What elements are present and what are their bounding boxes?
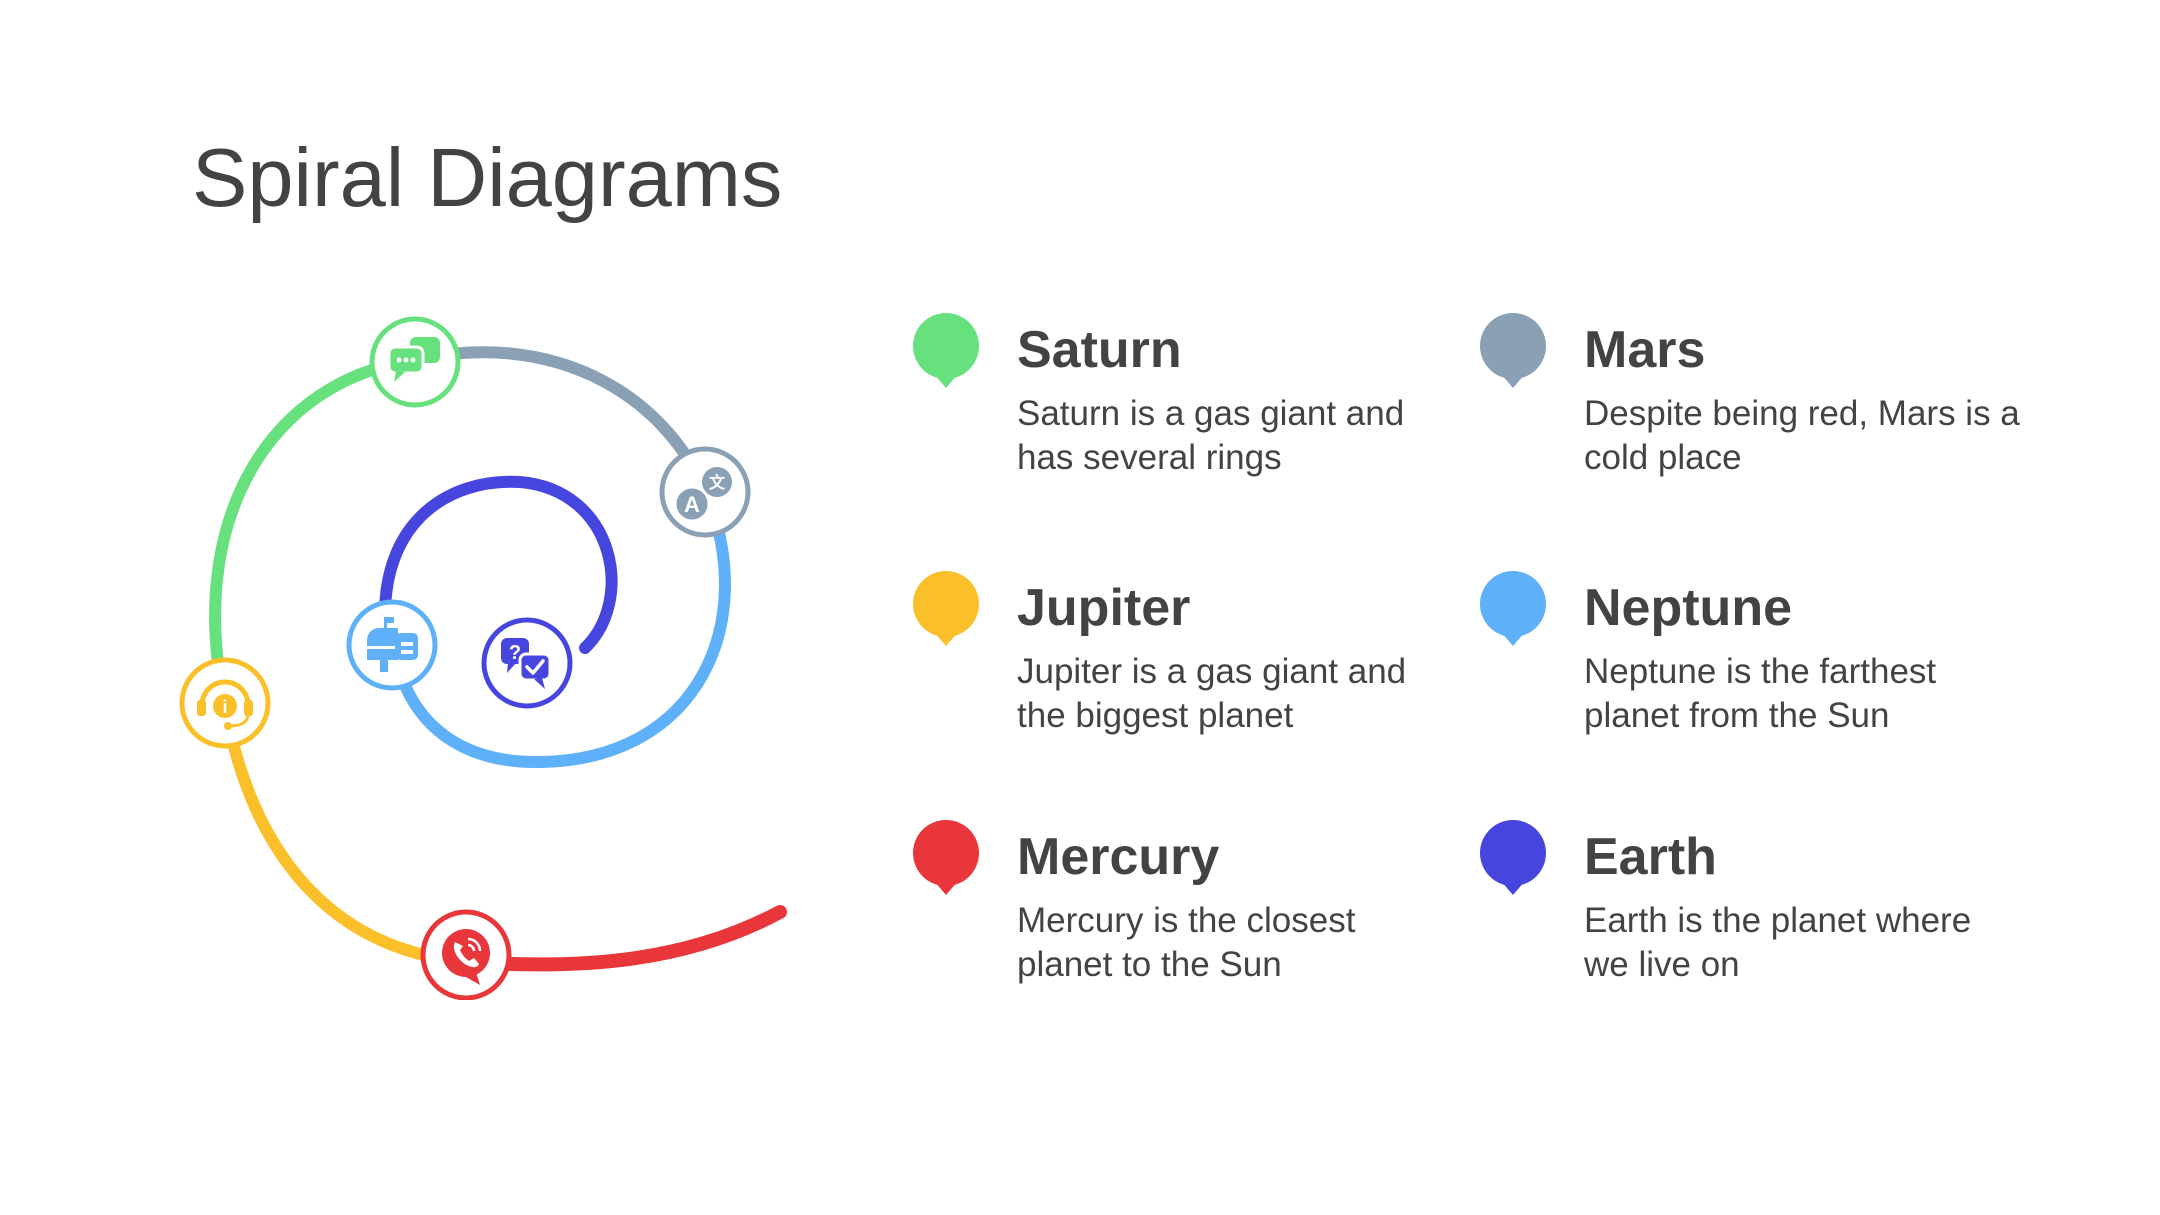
spiral-diagram: A 文 i xyxy=(179,316,787,1000)
saturn-pin-icon xyxy=(913,313,979,388)
item-title-earth: Earth xyxy=(1584,828,1717,886)
earth-pin-icon xyxy=(1480,820,1546,895)
chat-bubbles-icon xyxy=(387,337,440,382)
spiral-segment-saturn xyxy=(209,354,421,711)
mailbox-icon xyxy=(367,617,418,672)
translate-icon: A 文 xyxy=(673,467,732,523)
svg-text:A: A xyxy=(684,492,700,517)
item-title-jupiter: Jupiter xyxy=(1017,579,1191,637)
item-title-neptune: Neptune xyxy=(1584,579,1792,637)
item-desc-mercury: Mercury is the closest planet to the Sun xyxy=(1017,901,1356,984)
item-desc-earth: Earth is the planet where we live on xyxy=(1584,901,1972,984)
mercury-pin-icon xyxy=(913,820,979,895)
item-desc-mars: Despite being red, Mars is a cold place xyxy=(1584,394,2020,477)
phone-call-icon xyxy=(442,929,490,985)
item-title-mars: Mars xyxy=(1584,321,1706,379)
question-answer-icon: ? xyxy=(501,638,552,689)
item-desc-neptune: Neptune is the farthest planet from the … xyxy=(1584,652,1937,735)
svg-text:i: i xyxy=(222,697,227,717)
spiral-segment-neptune xyxy=(389,484,731,769)
headset-support-icon: i xyxy=(197,679,253,730)
node-earth: ? xyxy=(481,617,573,709)
spiral-segment-mercury xyxy=(463,905,787,972)
node-mercury xyxy=(420,909,512,1000)
node-neptune xyxy=(346,599,438,691)
node-jupiter: i xyxy=(179,657,271,749)
node-mars: A 文 xyxy=(659,446,751,538)
jupiter-pin-icon xyxy=(913,571,979,646)
spiral-segment-earth xyxy=(379,475,618,654)
item-desc-jupiter: Jupiter is a gas giant and the biggest p… xyxy=(1017,652,1407,735)
node-saturn xyxy=(369,316,461,408)
svg-text:?: ? xyxy=(509,642,521,664)
item-title-mercury: Mercury xyxy=(1017,828,1220,886)
svg-text:文: 文 xyxy=(709,473,726,492)
item-desc-saturn: Saturn is a gas giant and has several ri… xyxy=(1017,394,1405,477)
mars-pin-icon xyxy=(1480,313,1546,388)
page-title: Spiral Diagrams xyxy=(192,131,783,224)
neptune-pin-icon xyxy=(1480,571,1546,646)
item-title-saturn: Saturn xyxy=(1017,321,1182,379)
spiral-segment-jupiter xyxy=(219,699,476,968)
